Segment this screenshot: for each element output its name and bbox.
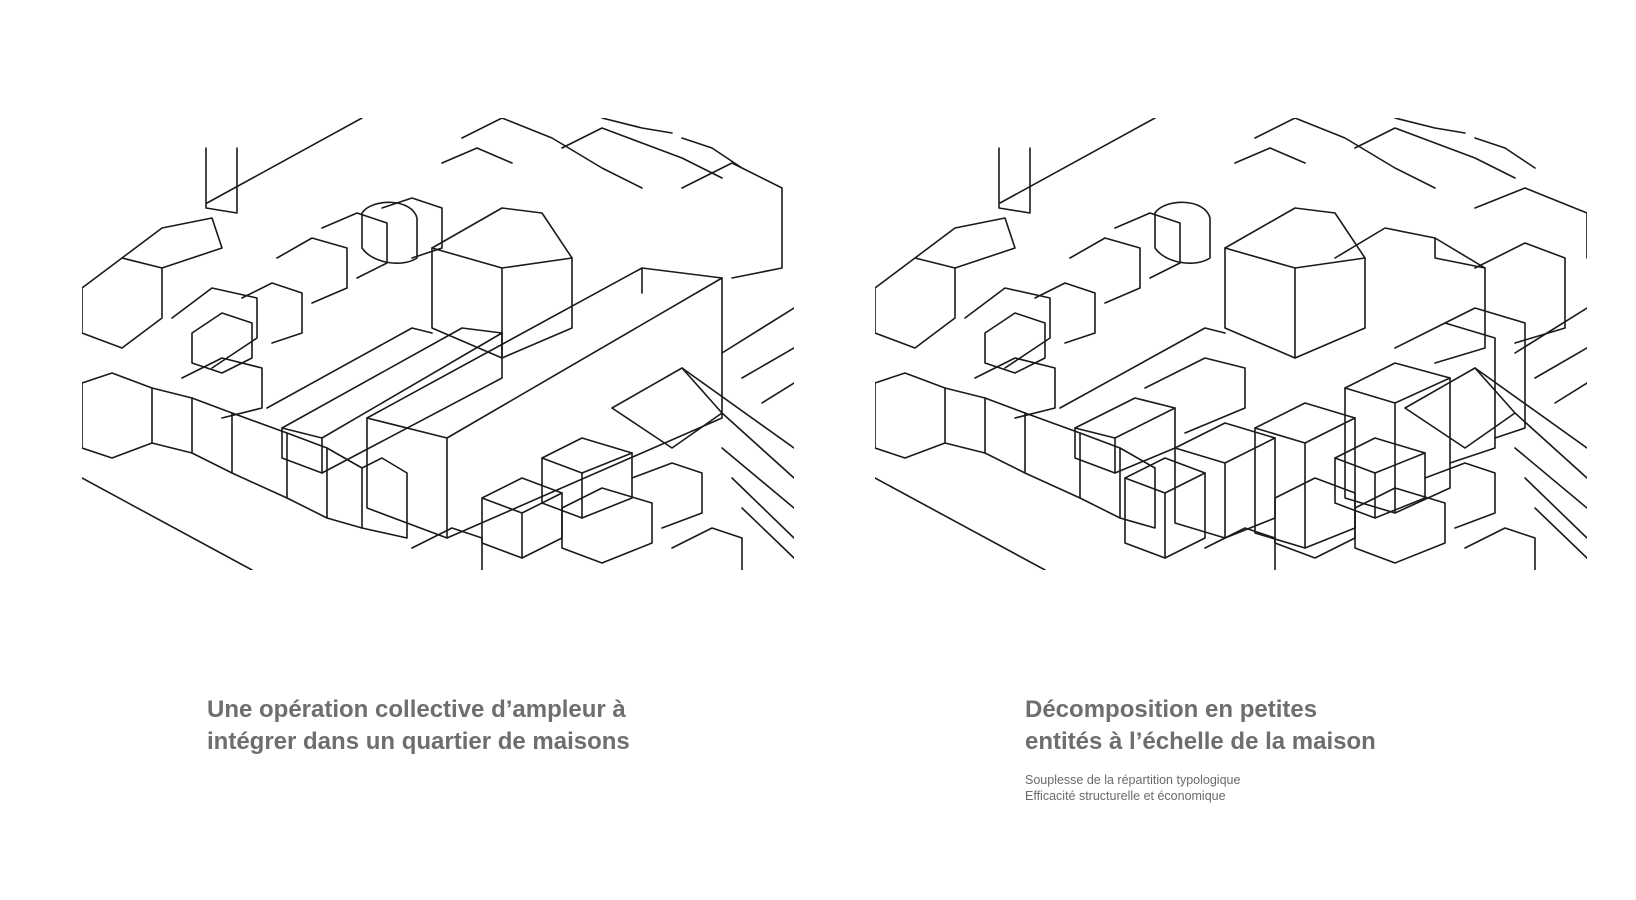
caption-title-line: Une opération collective d’ampleur à: [207, 696, 626, 723]
context-houses: [875, 118, 1536, 570]
caption-left: Une opération collective d’ampleur à int…: [207, 694, 767, 758]
context-houses: [82, 118, 783, 570]
isometric-block-sketch-icon: [82, 118, 794, 570]
caption-note: Souplesse de la répartition typologique: [1025, 773, 1241, 787]
caption-right: Décomposition en petites entités à l’éch…: [1025, 694, 1585, 804]
foreground-houses: [1204, 307, 1587, 570]
caption-notes: Souplesse de la répartition typologique …: [1025, 772, 1585, 804]
caption-note: Efficacité structurelle et économique: [1025, 789, 1226, 803]
main-long-block: [266, 207, 723, 539]
caption-title-line: intégrer dans un quartier de maisons: [207, 728, 630, 755]
caption-title-line: entités à l’échelle de la maison: [1025, 728, 1376, 755]
isometric-block-decomposed-sketch-icon: [875, 118, 1587, 570]
caption-title-line: Décomposition en petites: [1025, 696, 1318, 723]
foreground-houses: [411, 307, 794, 570]
decomposed-blocks: [1059, 187, 1587, 559]
